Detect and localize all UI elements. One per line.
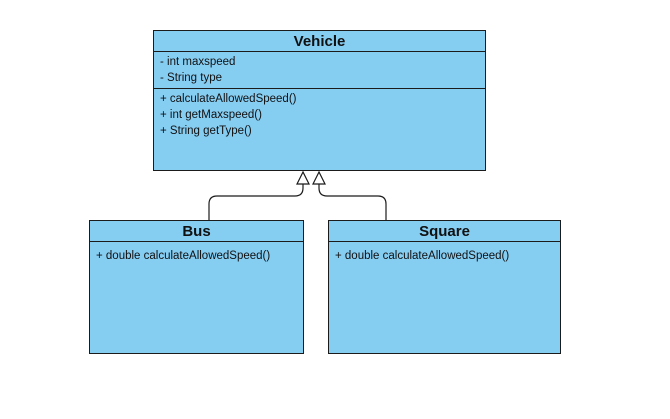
square-methods: + double calculateAllowedSpeed() — [329, 242, 560, 266]
square-generalization-arrowhead — [312, 170, 326, 185]
vehicle-attributes: - int maxspeed - String type — [154, 52, 485, 89]
square-class[interactable]: Square + double calculateAllowedSpeed() — [328, 220, 561, 354]
bus-class[interactable]: Bus + double calculateAllowedSpeed() — [89, 220, 304, 354]
square-method: + double calculateAllowedSpeed() — [335, 250, 510, 262]
vehicle-class-name: Vehicle — [154, 31, 485, 52]
vehicle-method: + calculateAllowedSpeed() — [160, 93, 297, 105]
bus-generalization-line — [208, 184, 304, 220]
vehicle-attribute: - String type — [160, 72, 222, 84]
bus-class-name: Bus — [90, 221, 303, 242]
square-generalization-line — [318, 184, 387, 220]
vehicle-class[interactable]: Vehicle - int maxspeed - String type + c… — [153, 30, 486, 171]
bus-methods: + double calculateAllowedSpeed() — [90, 242, 303, 266]
bus-generalization-arrowhead — [296, 170, 310, 185]
vehicle-method: + String getType() — [160, 125, 252, 137]
vehicle-attribute: - int maxspeed — [160, 56, 236, 68]
bus-method: + double calculateAllowedSpeed() — [96, 250, 271, 262]
vehicle-method: + int getMaxspeed() — [160, 109, 262, 121]
vehicle-methods: + calculateAllowedSpeed() + int getMaxsp… — [154, 89, 485, 141]
square-class-name: Square — [329, 221, 560, 242]
